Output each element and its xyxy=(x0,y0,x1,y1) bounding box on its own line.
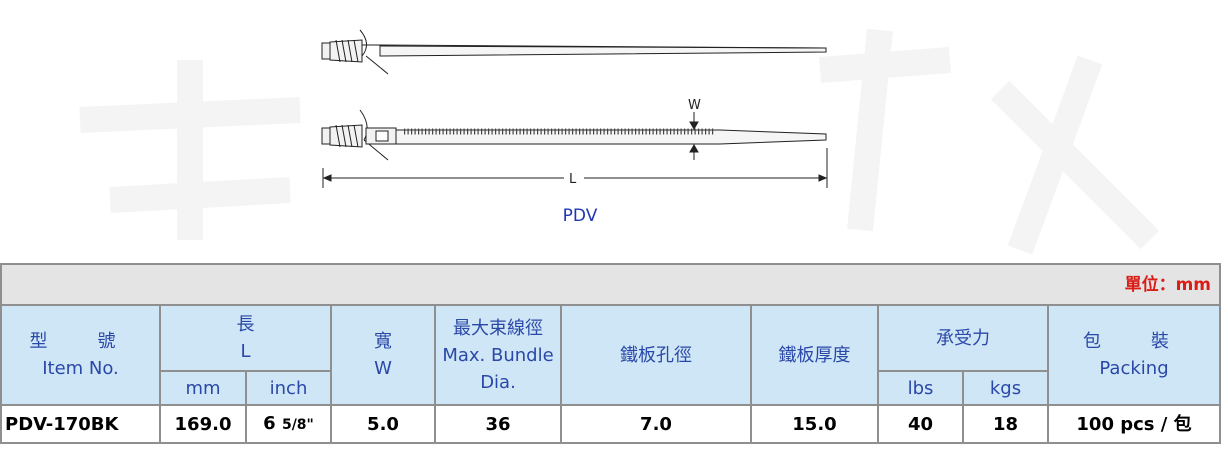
header-length-inch: inch xyxy=(245,370,332,406)
cell-hole: 7.0 xyxy=(560,404,752,444)
cell-packing: 100 pcs / 包 xyxy=(1046,404,1222,444)
header-bundle: 最大束線徑 Max. Bundle Dia. xyxy=(434,304,562,406)
cell-bundle: 36 xyxy=(434,404,562,444)
unit-label: 單位：mm xyxy=(1124,274,1212,295)
header-width: 寬 W xyxy=(330,304,436,406)
header-item-en: Item No. xyxy=(42,358,119,379)
cell-kgs: 18 xyxy=(962,404,1049,444)
cell-thickness: 15.0 xyxy=(750,404,879,444)
cell-length-mm: 169.0 xyxy=(159,404,247,444)
table-row: PDV-170BK 169.0 6 5/8" 5.0 36 7.0 15.0 4… xyxy=(0,404,1222,444)
header-bundle-zh: 最大束線徑 xyxy=(453,317,543,339)
cell-width: 5.0 xyxy=(330,404,436,444)
length-dimension-label: L xyxy=(569,172,577,187)
header-tensile-kgs: kgs xyxy=(962,370,1049,406)
header-tensile-lbs: lbs xyxy=(877,370,964,406)
header-bundle-en2: Dia. xyxy=(480,371,516,393)
cell-item-no: PDV-170BK xyxy=(0,404,161,444)
unit-cell: 單位：mm xyxy=(0,263,1222,306)
figure-caption: PDV xyxy=(562,206,598,226)
tie-front-view xyxy=(321,109,827,161)
header-packing: 包 裝 Packing xyxy=(1046,304,1222,406)
header-width-zh: 寬 xyxy=(374,331,392,352)
header-packing-en: Packing xyxy=(1099,358,1169,379)
cell-length-inch-frac: 5/8" xyxy=(281,416,314,433)
length-dimension xyxy=(322,148,828,188)
header-length: 長 L xyxy=(159,304,332,372)
header-tensile: 承受力 xyxy=(877,304,1049,372)
header-bundle-en1: Max. Bundle xyxy=(442,344,554,366)
header-width-en: W xyxy=(374,358,392,379)
cell-length-inch: 6 5/8" xyxy=(245,404,332,444)
width-dimension xyxy=(689,112,699,160)
tie-side-view xyxy=(321,29,827,75)
cell-length-inch-whole: 6 xyxy=(263,412,276,434)
header-item-no: 型 號 Item No. xyxy=(0,304,161,406)
width-dimension-label: W xyxy=(688,98,701,113)
header-length-zh: 長 xyxy=(236,314,255,335)
header-hole: 鐵板孔徑 xyxy=(560,304,752,406)
spec-table: 單位：mm 型 號 Item No. 長 L 寬 W 最大束線徑 Max. Bu… xyxy=(0,263,1222,444)
header-packing-zh: 包 裝 xyxy=(1083,331,1186,352)
header-item-zh: 型 號 xyxy=(29,331,132,352)
header-length-en: L xyxy=(240,341,251,362)
cell-lbs: 40 xyxy=(877,404,964,444)
cable-tie-drawing: W L xyxy=(79,28,1160,255)
header-thickness: 鐵板厚度 xyxy=(750,304,879,406)
background-watermark xyxy=(79,28,1160,255)
header-length-mm: mm xyxy=(159,370,247,406)
